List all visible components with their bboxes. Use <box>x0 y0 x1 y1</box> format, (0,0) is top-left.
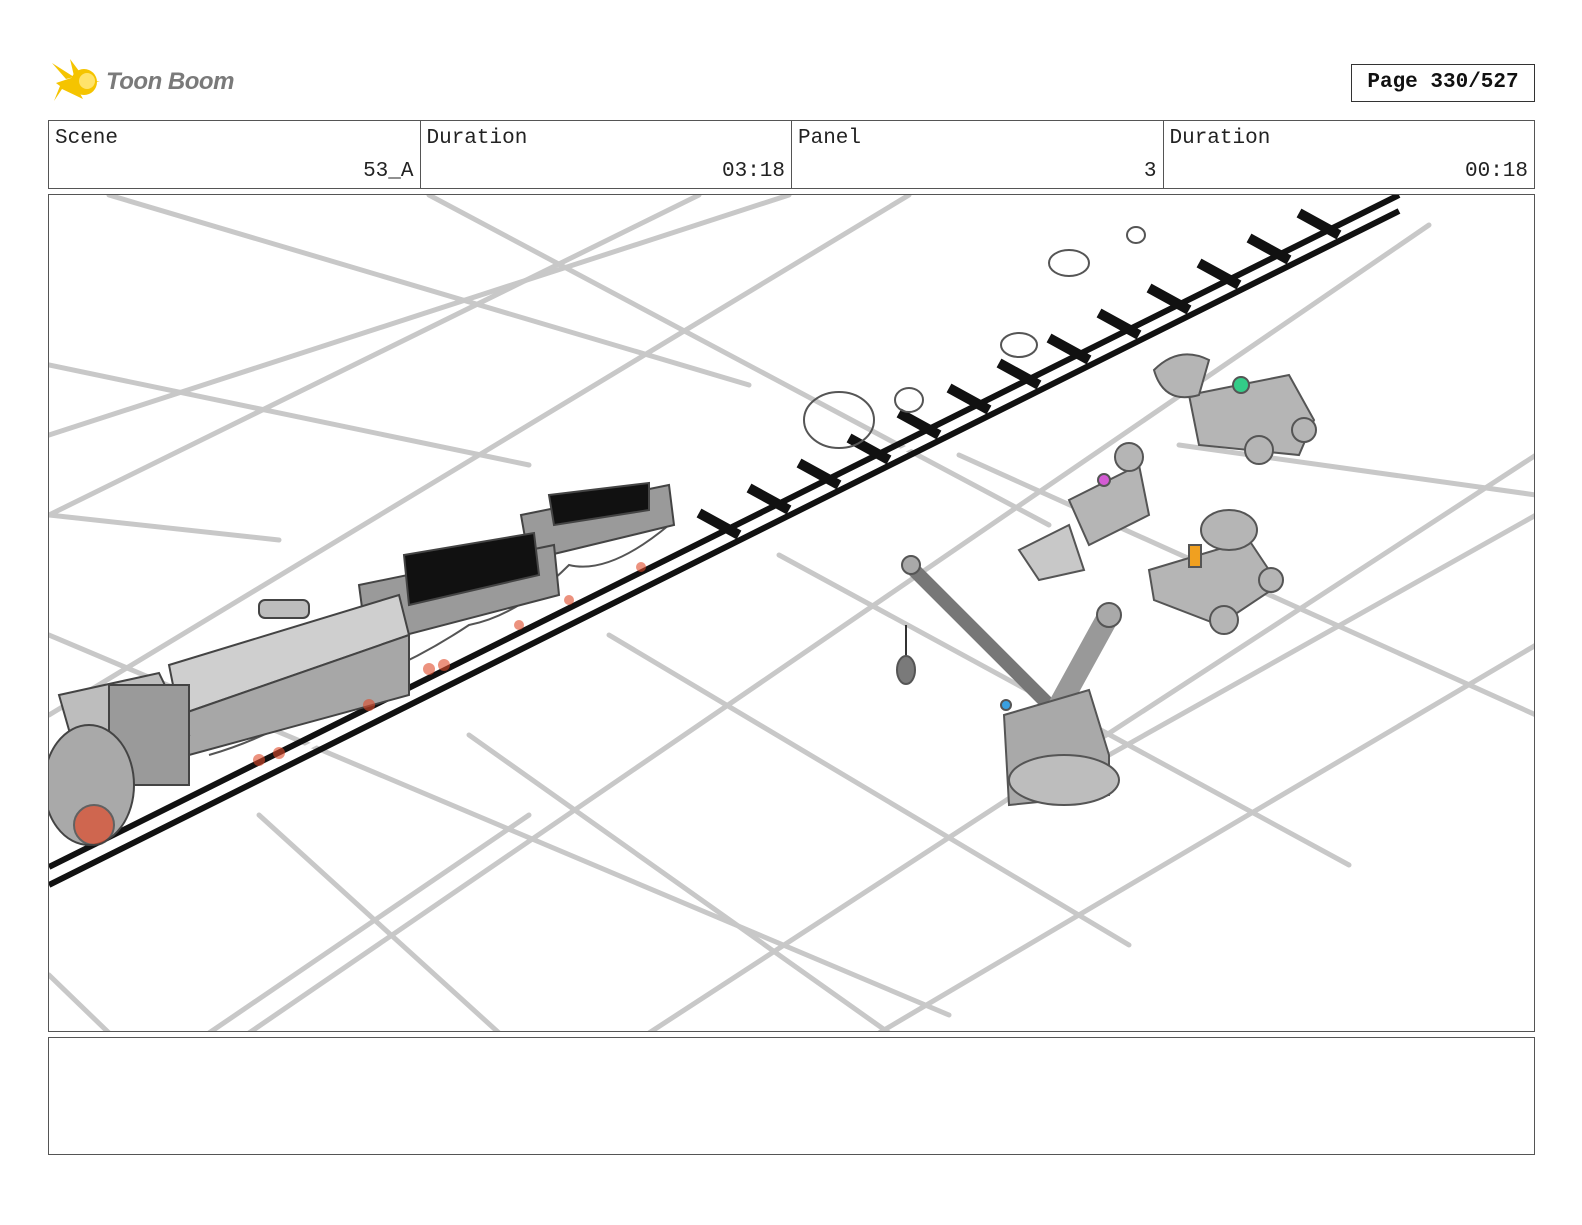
panel-duration-label: Duration <box>1169 127 1271 150</box>
scene-duration-label: Duration <box>426 127 528 150</box>
toon-boom-logo: Toon Boom <box>50 55 250 111</box>
logo-text: Toon Boom <box>106 68 234 95</box>
page-number: Page 330/527 <box>1351 64 1535 102</box>
crane <box>896 555 1122 807</box>
scene-value: 53_A <box>363 160 414 183</box>
scene-label: Scene <box>55 127 119 150</box>
panel-value: 3 <box>1143 160 1157 183</box>
scene-illustration <box>49 195 1534 1031</box>
excavator-green <box>1152 353 1317 465</box>
scene-duration-cell: Duration 03:18 <box>421 121 792 188</box>
info-table: Scene 53_A Duration 03:18 Panel 3 Durati… <box>48 120 1535 189</box>
panel-cell: Panel 3 <box>792 121 1164 188</box>
scene-cell: Scene 53_A <box>49 121 421 188</box>
train <box>49 481 676 846</box>
tractor-orange <box>1147 509 1284 635</box>
panel-label: Panel <box>798 127 862 150</box>
panel-duration-cell: Duration 00:18 <box>1164 121 1535 188</box>
scene-duration-value: 03:18 <box>721 160 785 183</box>
panel-duration-value: 00:18 <box>1464 160 1528 183</box>
wheel-glow <box>253 562 646 766</box>
storyboard-panel-image <box>48 194 1535 1032</box>
sunburst-logo-icon <box>52 59 100 101</box>
panel-notes-area <box>48 1037 1535 1155</box>
bulldozer-pink <box>1017 442 1151 582</box>
